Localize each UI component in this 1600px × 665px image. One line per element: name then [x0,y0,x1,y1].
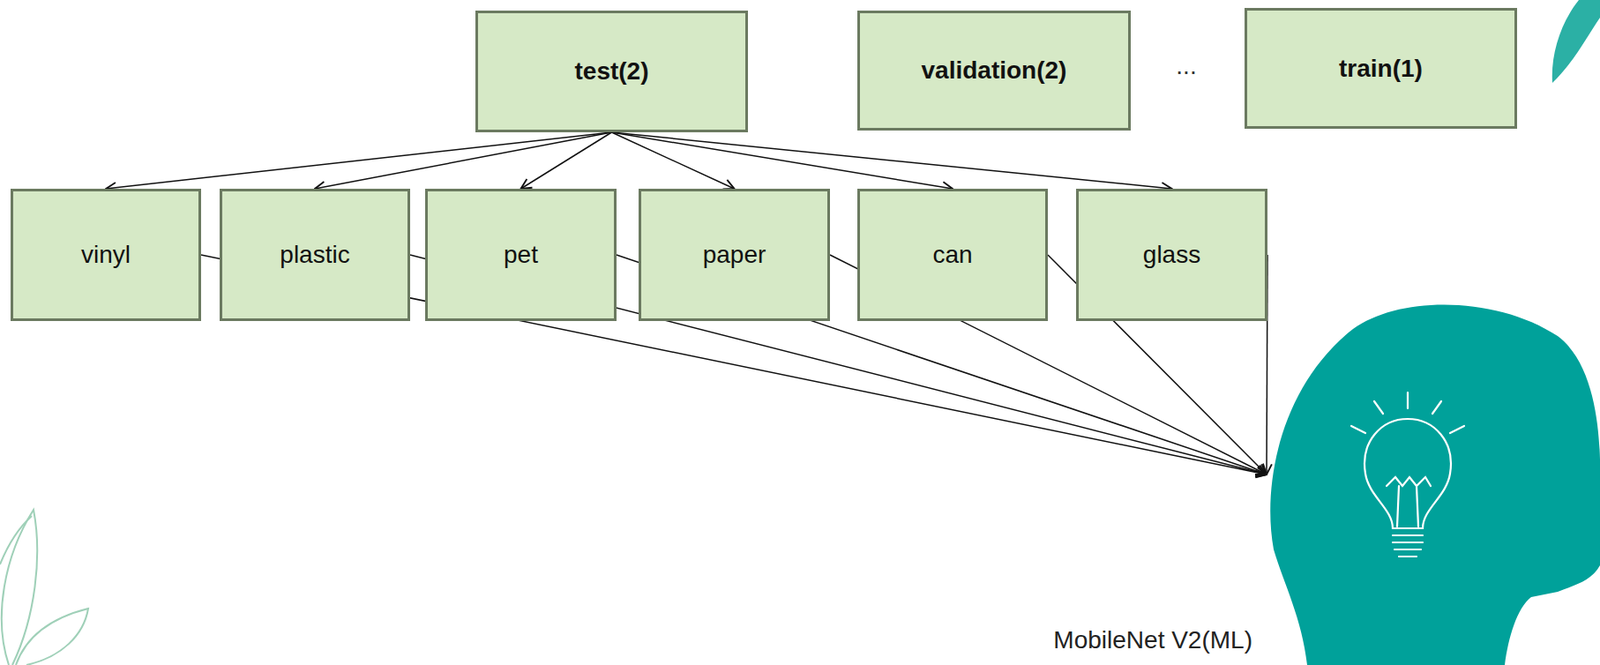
flow-arrow [521,132,613,189]
class-box: glass [1076,188,1268,322]
flow-arrow [612,132,1173,189]
class-box: pet [425,188,617,322]
flow-arrow [105,132,613,189]
model-label: MobileNet V2(ML) [1053,625,1253,656]
box-label: glass [1143,239,1201,270]
model-head: MobileNet V2(ML) [1264,300,1600,665]
box-label: pet [503,239,539,270]
head-shape [1270,304,1600,665]
flow-arrow [314,132,613,189]
leaf-outline [0,509,89,665]
class-box: can [857,188,1048,322]
box-label: train(1) [1338,53,1423,84]
head-silhouette [1264,300,1600,665]
box-label: validation(2) [921,55,1068,86]
flow-arrow [612,132,954,189]
box-label: paper [702,239,767,270]
box-label: can [932,239,972,270]
light-bulb-icon [1351,392,1465,557]
box-label: test(2) [574,56,649,87]
split-box: test(2) [475,10,748,133]
class-box: vinyl [10,188,202,322]
box-label: plastic [279,239,350,270]
box-label: vinyl [81,239,131,270]
class-box: paper [638,188,830,322]
split-box: train(1) [1244,7,1518,129]
ellipsis-label: ... [1175,52,1197,81]
split-box: validation(2) [857,10,1131,131]
class-box: plastic [219,188,411,322]
leaf-decoration [1552,0,1600,83]
flow-arrow [612,132,735,189]
